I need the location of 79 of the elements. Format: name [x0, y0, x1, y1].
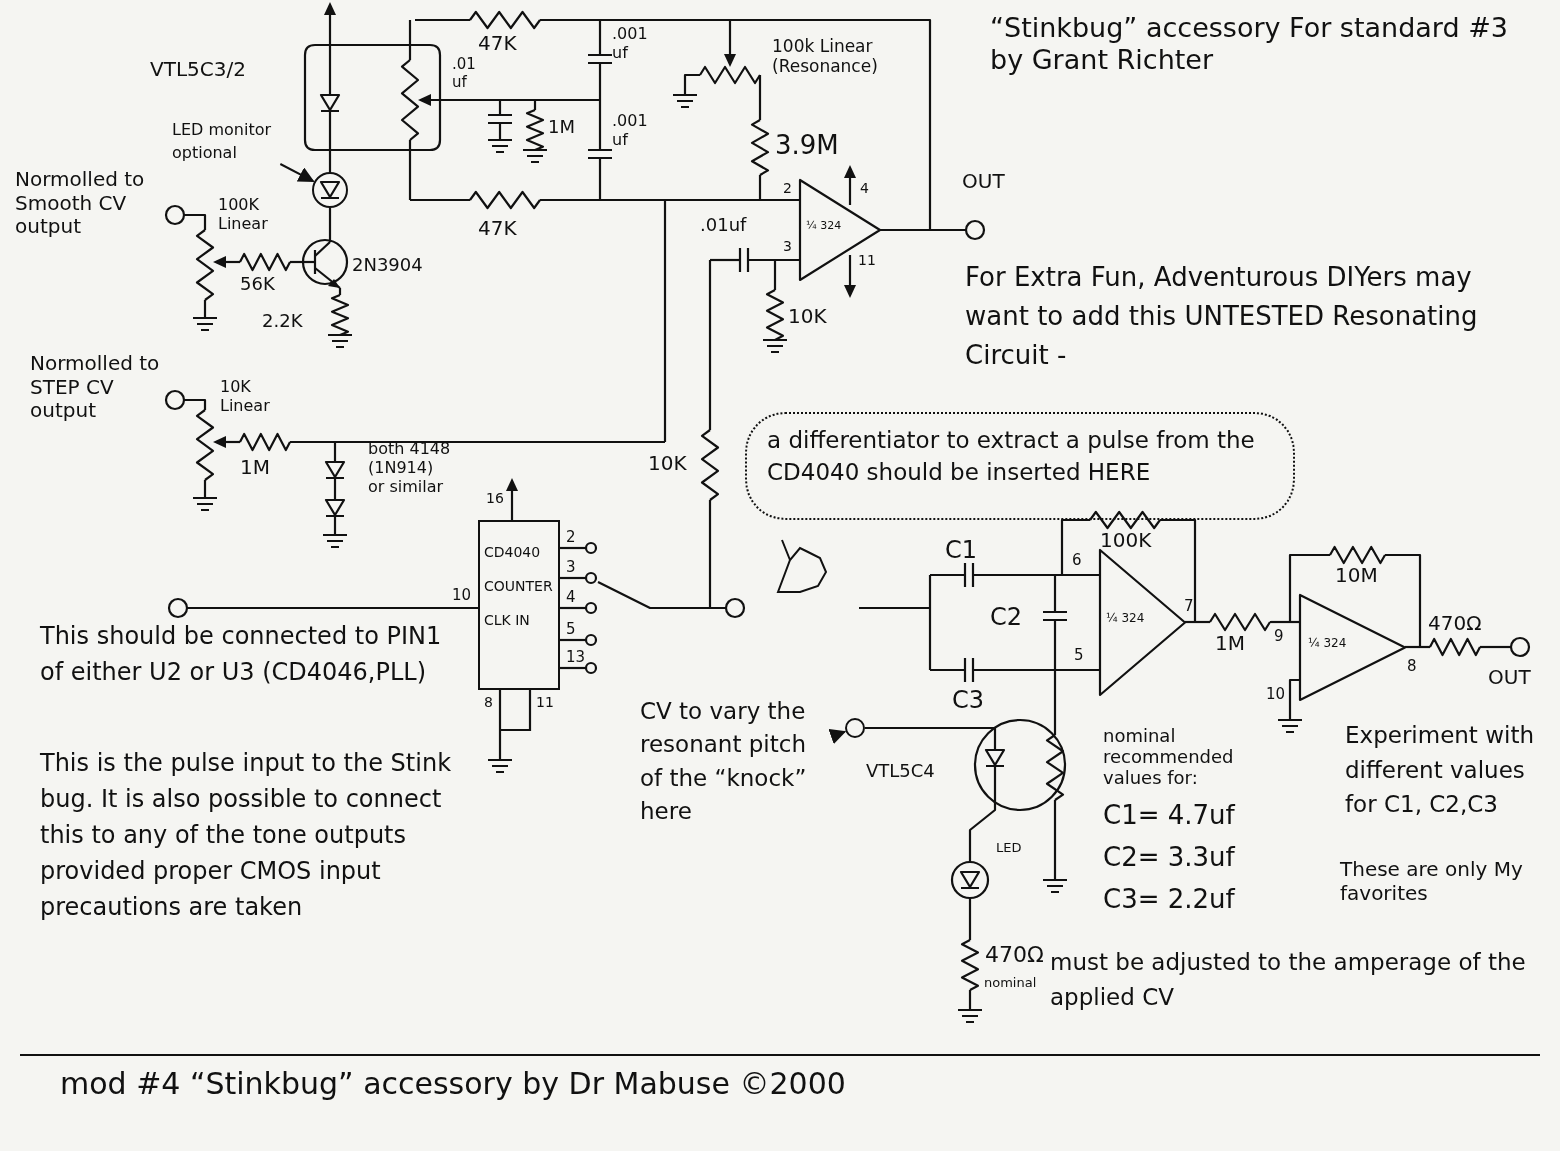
component-value: 47K [478, 32, 517, 56]
pin-number: 3 [566, 558, 576, 576]
chip-body [478, 520, 560, 690]
title: “Stinkbug” accessory For standard #3 by Grant Richter [990, 12, 1509, 76]
component-value: 56K [240, 273, 275, 295]
pin-number: 10 [452, 586, 472, 604]
component-value: 2.2K [262, 310, 303, 332]
pin-number: 8 [1407, 658, 1417, 676]
component-value: C1 [945, 536, 978, 565]
part-number: 2N3904 [352, 254, 423, 276]
pin-number: 4 [566, 588, 576, 606]
part-number: VTL5C4 [866, 760, 935, 782]
pin-number: 5 [1074, 647, 1084, 665]
component-value: .001 uf [612, 112, 649, 150]
pin-number: 9 [1274, 628, 1284, 646]
pin-number: 5 [566, 620, 576, 638]
note-text: This should be connected to PIN1 of either U2 or U3 (CD4046,PLL) [40, 621, 443, 688]
note-text: For Extra Fun, Adventurous DIYers may want to add this UNTESTED Resonating Circuit - [965, 261, 1479, 372]
pin-number: 7 [1184, 598, 1194, 616]
note-text: Experiment with different values for C1, C2,C3 [1345, 721, 1535, 819]
component-value: 100K [1100, 529, 1152, 553]
component-value: 100k Linear (Resonance) [772, 36, 879, 77]
pin-number: 3 [783, 238, 792, 255]
terminal-circle [845, 718, 865, 738]
component-value: C3= 2.2uf [1103, 884, 1235, 915]
note-text: nominal recommended values for: [1103, 725, 1235, 789]
leader-line [279, 163, 315, 183]
component-value: 10M [1335, 564, 1378, 588]
note-text: These are only My favorites [1340, 858, 1524, 906]
note-text: nominal [984, 975, 1037, 991]
component-label: LED [996, 840, 1022, 856]
caption: mod #4 “Stinkbug” accessory by Dr Mabuse ©2000 [60, 1066, 846, 1102]
pin-number: 2 [783, 180, 792, 197]
note-text: must be adjusted to the amperage of the applied CV [1050, 948, 1527, 1012]
part-number: ¼ 324 [1308, 636, 1348, 651]
output-label: OUT [962, 170, 1005, 194]
component-value: .01 uf [452, 56, 477, 92]
component-value: C1= 4.7uf [1103, 800, 1235, 831]
pin-number: 16 [486, 490, 504, 506]
label-text: CLK IN [484, 612, 531, 628]
pin-number: 8 [484, 694, 493, 710]
component-value: .01uf [700, 214, 747, 236]
pin-number: 2 [566, 528, 576, 546]
component-value: 10K [648, 452, 687, 476]
part-number: ¼ 324 [806, 220, 843, 233]
component-value: 1M [548, 116, 575, 138]
note-text: This is the pulse input to the Stink bug. It is also possible to connect this to any of the tone outputs provided proper CMOS input precautions are taken [40, 748, 453, 923]
component-value: .001 uf [612, 25, 649, 63]
component-value: 470Ω [985, 942, 1044, 968]
note-text: CV to vary the resonant pitch of the “knock” here [640, 695, 835, 829]
pin-number: 10 [1266, 686, 1286, 704]
pin-number: 4 [860, 180, 869, 197]
pin-number: 11 [858, 252, 876, 269]
component-value: C2 [990, 603, 1023, 632]
component-value: C2= 3.3uf [1103, 842, 1235, 873]
part-number: ¼ 324 [1106, 611, 1146, 626]
note-text: LED monitor optional [172, 118, 297, 165]
label-text: COUNTER [484, 578, 554, 594]
component-value: 1M [240, 456, 270, 480]
note-text: Normolled to Smooth CV output [15, 168, 146, 239]
component-value: 10K Linear [220, 378, 271, 416]
component-value: C3 [952, 686, 985, 715]
component-value: 47K [478, 217, 517, 241]
pin-number: 13 [566, 648, 586, 666]
component-value: 470Ω [1428, 612, 1482, 636]
pin-number: 6 [1072, 552, 1082, 570]
label-text: CD4040 [484, 544, 542, 560]
label-text: a differentiator to extract a pulse from the CD4040 should be inserted HERE [767, 426, 1256, 488]
speech-bubble [745, 412, 1295, 520]
component-value: 100K Linear [218, 196, 269, 234]
component-value: 1M [1215, 632, 1245, 656]
led-circle [312, 172, 348, 208]
part-number: VTL5C3/2 [150, 58, 246, 82]
component-value: 10K [788, 305, 827, 329]
output-label: OUT [1488, 666, 1531, 690]
component-value: 3.9M [775, 130, 839, 161]
pin-number: 11 [536, 694, 554, 710]
leader-line [828, 729, 847, 745]
note-text: Normolled to STEP CV output [30, 352, 161, 423]
